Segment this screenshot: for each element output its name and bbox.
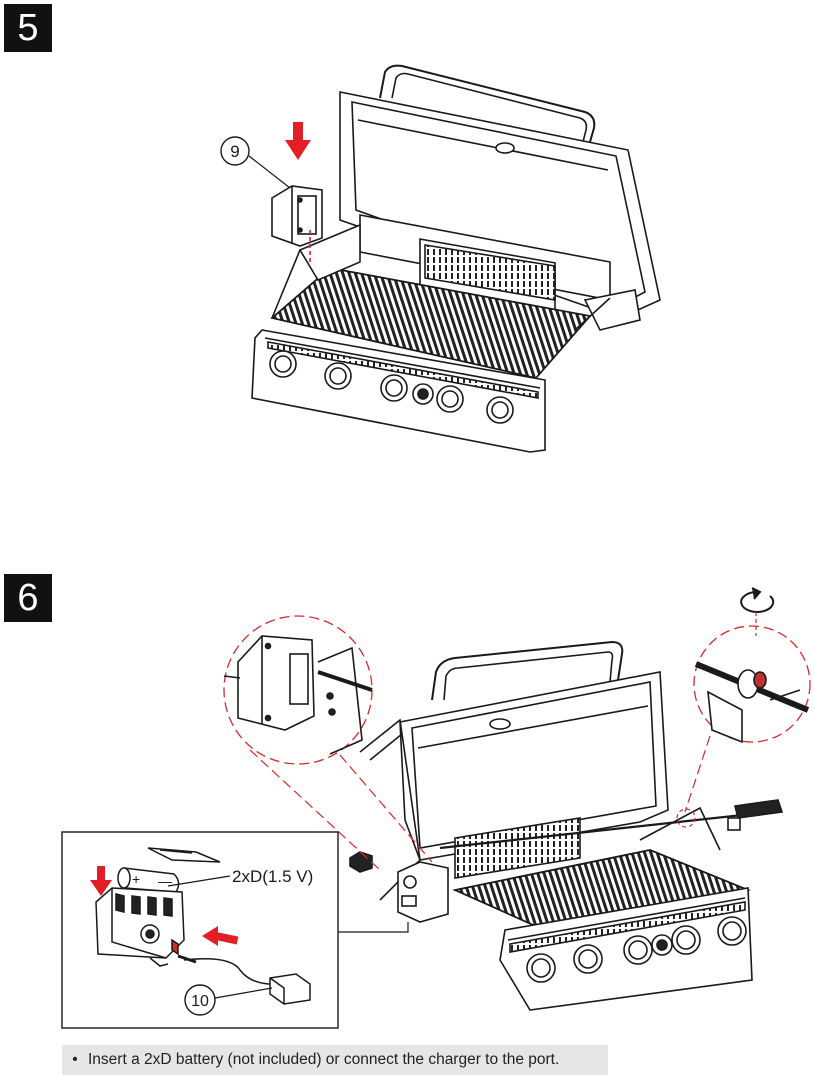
svg-text:—: — <box>158 873 172 889</box>
zoom-detail-motor <box>223 615 373 765</box>
note-text: Insert a 2xD battery (not included) or c… <box>88 1051 560 1068</box>
callout-9: 9 <box>220 136 291 189</box>
svg-text:+: + <box>132 871 140 887</box>
callout-9-label: 9 <box>230 142 239 161</box>
battery-spec-label: 2xD(1.5 V) <box>232 867 313 886</box>
zoom-detail-spit <box>693 625 811 744</box>
rotisserie-motor-part-9 <box>271 185 323 262</box>
callout-10-label: 10 <box>191 993 209 1010</box>
callout-10: 10 <box>184 984 273 1016</box>
grill-step5 <box>251 64 661 453</box>
red-down-arrow-icon <box>285 122 311 160</box>
red-left-arrow-icon <box>202 926 239 946</box>
red-down-arrow-icon <box>90 866 112 896</box>
rotate-icon <box>740 587 775 613</box>
step-number-badge: 6 <box>4 574 52 622</box>
instruction-note: • Insert a 2xD battery (not included) or … <box>62 1045 608 1075</box>
note-bullet: • <box>72 1051 78 1068</box>
step-number-badge: 5 <box>4 4 52 52</box>
